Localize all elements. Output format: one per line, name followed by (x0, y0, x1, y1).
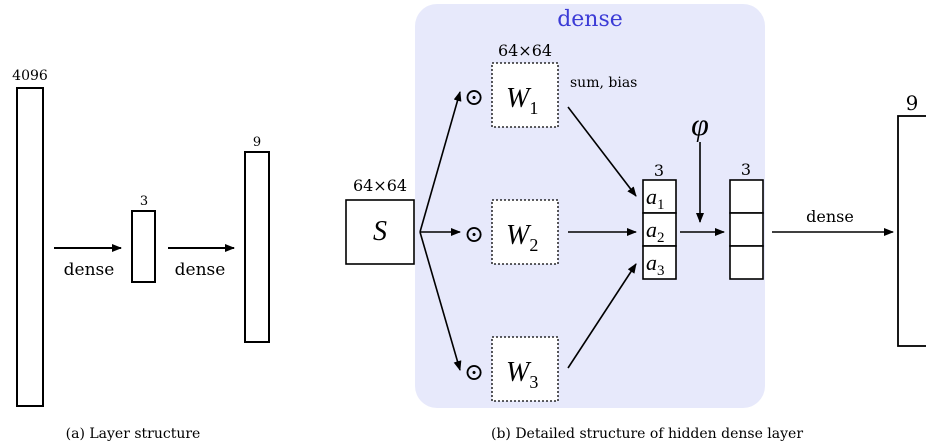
panel-a: 4096 dense 3 dense 9 (a) Layer structure (12, 68, 270, 442)
final-layer-size: 9 (906, 91, 919, 115)
activation-cell-3 (642, 245, 677, 280)
weight-label-2: W2 (506, 220, 538, 255)
sum-bias-label: sum, bias (570, 75, 637, 91)
hadamard-symbol-2: ⊙ (464, 220, 484, 248)
dense-region-title: dense (557, 7, 623, 32)
caption-b: (b) Detailed structure of hidden dense l… (491, 426, 803, 442)
weight-box-1 (491, 62, 559, 128)
panel-b: dense S 64×64 ⊙ ⊙ ⊙ W1 64×64 W2 W3 sum, … (345, 4, 926, 442)
input-layer-box (16, 87, 44, 407)
sum-arrow-bottom (567, 263, 637, 369)
activation-label-3: a3 (646, 250, 665, 279)
dense-region (415, 4, 765, 408)
weight-size-1: 64×64 (498, 41, 552, 60)
hadamard-symbol-3: ⊙ (464, 358, 484, 386)
output-vector-size: 3 (741, 160, 751, 179)
branch-arrow-top (419, 91, 462, 233)
output-layer-box (244, 151, 270, 343)
branch-arrow-bottom (419, 231, 462, 371)
weight-box-3 (491, 336, 559, 402)
caption-a: (a) Layer structure (66, 426, 201, 442)
weight-label-1: W1 (506, 83, 538, 118)
sum-arrow-top (567, 106, 637, 197)
activation-vector-size: 3 (654, 161, 664, 180)
input-layer-size: 4096 (12, 68, 48, 84)
output-layer-size: 9 (253, 135, 261, 150)
activation-cell-2 (642, 212, 677, 247)
final-layer-box (897, 115, 926, 347)
hidden-layer-size: 3 (140, 194, 148, 209)
dense-edge-label-1: dense (64, 260, 115, 280)
activation-label-2: a2 (646, 217, 665, 246)
input-s-box (345, 199, 415, 265)
output-vector-cell-3 (729, 245, 764, 280)
input-s-label: S (373, 216, 387, 247)
output-vector-cell-1 (729, 179, 764, 214)
weight-label-3: W3 (506, 357, 538, 392)
hidden-layer-box (131, 210, 156, 283)
output-vector-cell-2 (729, 212, 764, 247)
dense-edge-label-2: dense (175, 260, 226, 280)
input-s-size: 64×64 (353, 176, 407, 195)
activation-cell-1 (642, 179, 677, 214)
activation-label-1: a1 (646, 184, 665, 213)
weight-box-2 (491, 199, 559, 265)
hadamard-symbol-1: ⊙ (464, 83, 484, 111)
activation-function-symbol: φ (691, 106, 709, 142)
dense-edge-label-b: dense (806, 207, 854, 226)
